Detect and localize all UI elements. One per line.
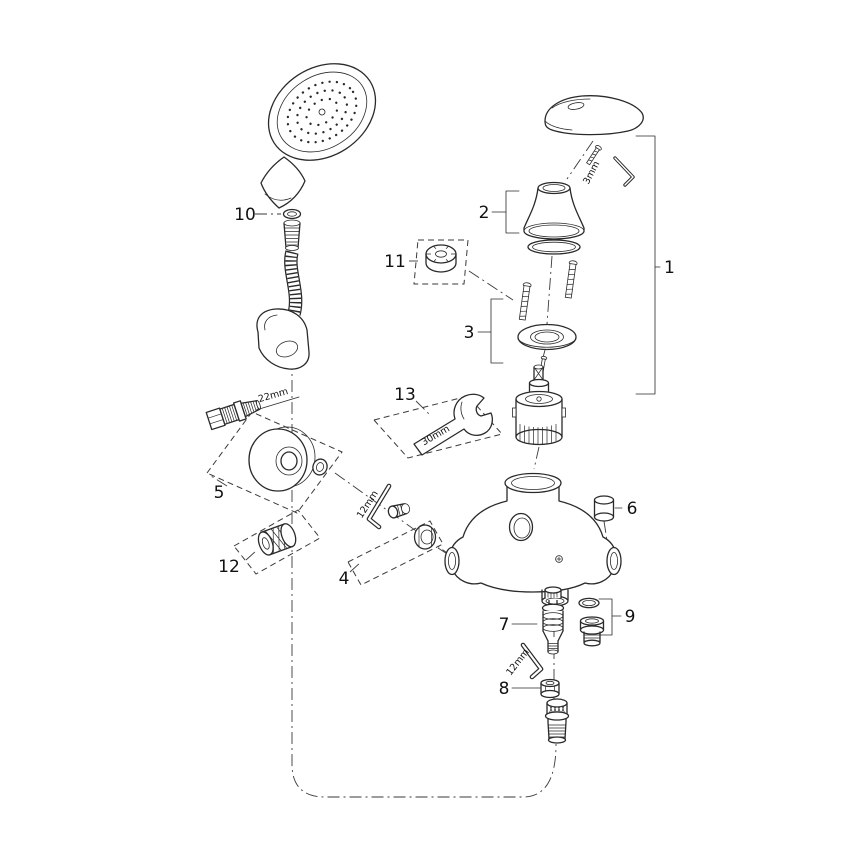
s-union-nipple-5 — [205, 400, 261, 431]
box-part-5 — [206, 411, 343, 514]
part-label-10: 10 — [234, 205, 256, 225]
handle-screw — [586, 145, 602, 166]
part-label-4: 4 — [339, 569, 350, 589]
bracket-part-3 — [477, 298, 504, 364]
part-label-11: 11 — [384, 252, 406, 272]
leader-part-13 — [415, 400, 431, 416]
hand-shower — [260, 63, 377, 209]
flow-control-knob-11 — [425, 244, 457, 273]
part-label-5: 5 — [214, 483, 225, 503]
o-ring-2 — [527, 239, 581, 255]
shower-head-face — [267, 63, 377, 161]
part-labels: 1 2 3 4 5 6 7 8 9 10 11 12 13 — [214, 203, 675, 699]
hose-connector — [544, 698, 570, 744]
leader-part-12 — [245, 550, 257, 561]
label-leaders — [210, 135, 661, 689]
aerator-9 — [579, 616, 605, 647]
part-label-13: 13 — [394, 385, 416, 405]
dim-line-22mm — [255, 396, 300, 411]
leader-part-4 — [349, 561, 362, 573]
faucet-body — [444, 472, 622, 607]
bracket-part-2 — [491, 190, 520, 234]
fixing-screw-right — [564, 260, 578, 299]
cartridge — [512, 364, 566, 446]
seal-ring-9 — [578, 597, 600, 609]
port-cap-6 — [593, 495, 615, 522]
body-hole — [508, 512, 534, 542]
leader-part-5 — [210, 475, 228, 487]
part-label-9: 9 — [625, 607, 636, 627]
bracket-part-1 — [635, 135, 661, 395]
diverter-cartridge-7 — [541, 586, 565, 655]
right-port — [606, 546, 622, 576]
coupling-fitting-4 — [387, 503, 411, 519]
seal-ring-5 — [312, 458, 328, 476]
part-label-12: 12 — [218, 557, 240, 577]
wall-flange-5 — [248, 426, 316, 492]
hex-key-3mm-icon — [613, 156, 635, 187]
part-label-2: 2 — [479, 203, 490, 223]
part-label-7: 7 — [499, 615, 510, 635]
union-nut-4 — [413, 524, 437, 550]
box-part-4 — [347, 520, 444, 586]
bottom-outlet — [541, 589, 569, 601]
shower-hose — [284, 250, 303, 316]
fixing-screw-left — [518, 282, 532, 321]
open-end-wrench-13 — [413, 393, 493, 456]
hex-key-12mm-upper-icon — [366, 483, 392, 530]
base-nut-8 — [540, 678, 560, 699]
wall-bracket — [256, 308, 310, 370]
left-port — [444, 546, 460, 576]
dome-cap-2 — [523, 181, 585, 240]
escutcheon-ring-3 — [517, 323, 577, 351]
box-part-12 — [233, 509, 321, 575]
box-part-11 — [413, 239, 469, 285]
dimension-label-12mm-lower: 12mm — [504, 647, 532, 678]
hex-key-12mm-lower-icon — [520, 642, 544, 680]
grouping-boxes — [206, 239, 503, 586]
knurled-nut-12 — [257, 523, 297, 556]
part-label-6: 6 — [627, 499, 638, 519]
box-part-13 — [373, 395, 503, 459]
hose-coupling — [283, 219, 301, 251]
dimension-label-3mm: 3mm — [581, 159, 602, 186]
retaining-ring-10 — [282, 208, 302, 220]
part-label-3: 3 — [464, 323, 475, 343]
lever-handle — [544, 95, 644, 136]
bracket-part-9 — [598, 598, 622, 636]
part-label-1: 1 — [664, 258, 675, 278]
dimension-label-22mm: 22mm — [257, 386, 289, 405]
shower-handle — [260, 156, 306, 209]
part-label-8: 8 — [499, 679, 510, 699]
